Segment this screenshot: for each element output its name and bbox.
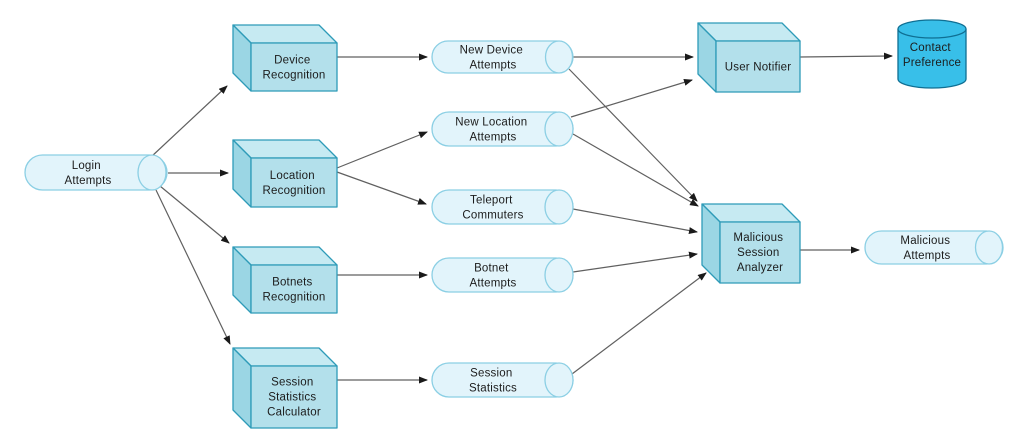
malicious-session-analyzer-label: Malicious Session Analyzer (733, 232, 786, 274)
botnets-recognition-label: Botnets Recognition (263, 277, 326, 304)
edge-new_location_attempts-malicious_session_analyzer (572, 133, 699, 207)
device-recognition-label: Device Recognition (263, 55, 326, 82)
node-device-recognition[interactable]: Device Recognition (232, 24, 338, 92)
new-device-attempts-label: New Device Attempts (460, 45, 527, 72)
edges (150, 52, 893, 384)
botnet-attempts-label: Botnet Attempts (470, 263, 517, 290)
edge-botnet_attempts-malicious_session_analyzer (572, 251, 698, 273)
edge-login_attempts-session_statistics_calculator (155, 189, 231, 345)
malicious-attempts-label: Malicious Attempts (900, 235, 953, 262)
node-botnets-recognition[interactable]: Botnets Recognition (232, 246, 338, 314)
edge-new_device_attempts-malicious_session_analyzer (568, 68, 698, 202)
edge-session_statistics-malicious_session_analyzer (571, 272, 707, 375)
node-session-statistics[interactable]: Session Statistics (431, 362, 574, 398)
node-new-device-attempts[interactable]: New Device Attempts (431, 40, 574, 74)
new-location-attempts-label: New Location Attempts (455, 117, 531, 144)
contact-preference-label: Contact Preference (903, 42, 961, 69)
edge-user_notifier-contact_preference (799, 52, 893, 60)
node-malicious-session-analyzer[interactable]: Malicious Session Analyzer (701, 203, 801, 284)
node-new-location-attempts[interactable]: New Location Attempts (431, 111, 574, 147)
login-attempts-label: Login Attempts (65, 160, 112, 187)
node-malicious-attempts[interactable]: Malicious Attempts (864, 230, 1004, 265)
edge-location_recognition-teleport_commuters (336, 171, 427, 205)
edge-new_location_attempts-user_notifier (570, 78, 693, 118)
node-session-statistics-calculator[interactable]: Session Statistics Calculator (232, 347, 338, 429)
node-user-notifier[interactable]: User Notifier (697, 22, 801, 93)
edge-login_attempts-botnets_recognition (159, 185, 230, 244)
session-statistics-calculator-label: Session Statistics Calculator (267, 377, 321, 419)
node-teleport-commuters[interactable]: Teleport Commuters (431, 189, 574, 225)
node-contact-preference[interactable]: Contact Preference (897, 19, 967, 89)
edge-login_attempts-device_recognition (150, 85, 228, 158)
teleport-commuters-label: Teleport Commuters (462, 195, 523, 222)
edge-teleport_commuters-malicious_session_analyzer (572, 208, 698, 234)
edge-location_recognition-new_location_attempts (336, 131, 428, 169)
node-location-recognition[interactable]: Location Recognition (232, 139, 338, 208)
session-statistics-label: Session Statistics (469, 368, 517, 395)
node-botnet-attempts[interactable]: Botnet Attempts (431, 257, 574, 293)
location-recognition-label: Location Recognition (263, 170, 326, 197)
user-notifier-label: User Notifier (725, 62, 792, 74)
node-login-attempts[interactable]: Login Attempts (24, 154, 168, 191)
